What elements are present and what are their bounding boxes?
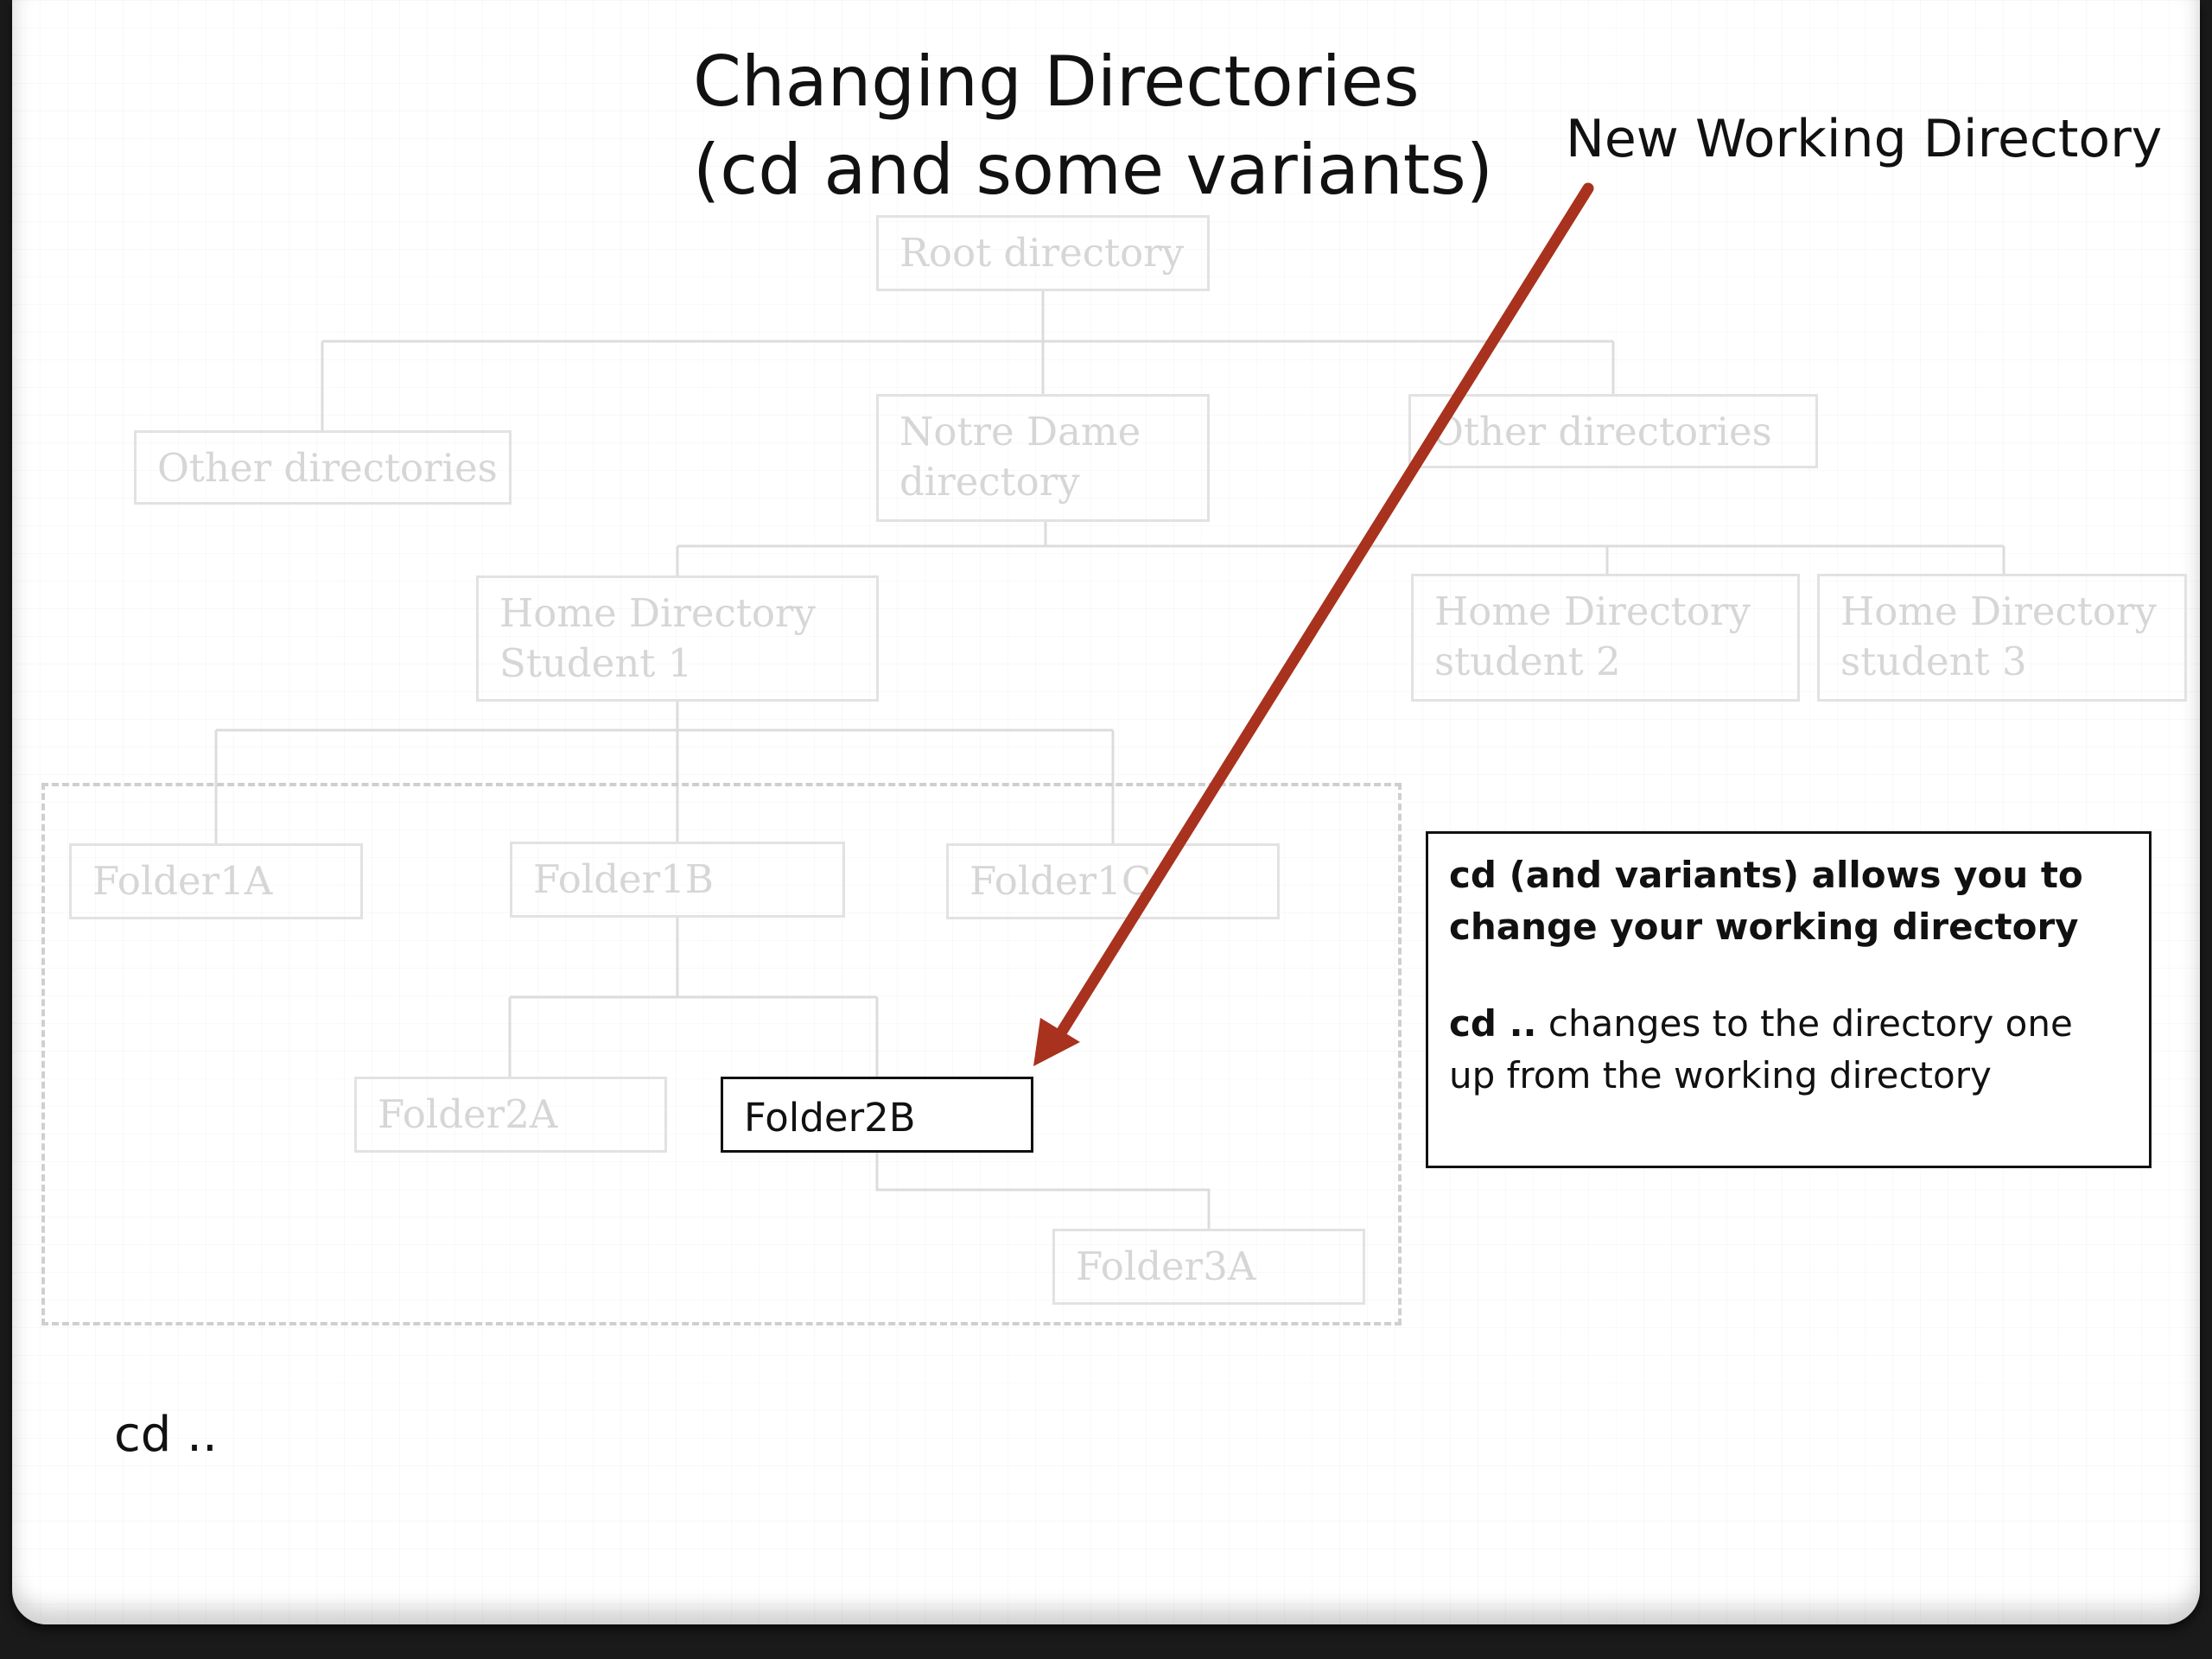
node-notre-dame-directory: Notre Dame directory bbox=[876, 394, 1210, 522]
node-label: Other directories bbox=[1432, 409, 1772, 454]
node-home-student-1: Home Directory Student 1 bbox=[476, 575, 879, 702]
node-label: Root directory bbox=[899, 230, 1185, 276]
info-heading: cd (and variants) allows you to change y… bbox=[1449, 854, 2083, 948]
node-label-line-1: Notre Dame bbox=[899, 409, 1141, 454]
node-home-student-2: Home Directory student 2 bbox=[1411, 574, 1800, 702]
node-label: Folder1B bbox=[533, 856, 714, 902]
node-label: Folder1A bbox=[92, 858, 273, 904]
node-label: Other directories bbox=[157, 445, 498, 491]
node-label: Folder2A bbox=[378, 1091, 558, 1137]
info-example-command: cd .. bbox=[1449, 1002, 1537, 1045]
new-working-directory-label: New Working Directory bbox=[1566, 109, 2163, 169]
node-label-line-2: Student 1 bbox=[499, 640, 693, 686]
slide-title-line-1: Changing Directories bbox=[693, 41, 1420, 122]
node-label-line-2: directory bbox=[899, 459, 1080, 505]
node-folder1a: Folder1A bbox=[69, 843, 363, 919]
node-label-line-2: student 3 bbox=[1840, 639, 2027, 684]
node-label-line-1: Home Directory bbox=[499, 590, 816, 636]
node-folder1c: Folder1C bbox=[946, 843, 1280, 919]
node-folder2b-current: Folder2B bbox=[721, 1077, 1033, 1153]
node-label-line-1: Home Directory bbox=[1840, 588, 2157, 634]
info-box: cd (and variants) allows you to change y… bbox=[1426, 831, 2152, 1168]
node-other-directories-left: Other directories bbox=[134, 430, 512, 505]
student1-subtree-region bbox=[41, 783, 1402, 1325]
node-folder3a: Folder3A bbox=[1052, 1229, 1365, 1305]
node-other-directories-right: Other directories bbox=[1408, 394, 1818, 468]
node-label: Folder1C bbox=[969, 858, 1152, 904]
info-example: cd .. changes to the directory one up fr… bbox=[1449, 998, 2128, 1102]
node-root-directory: Root directory bbox=[876, 215, 1210, 291]
node-label-line-1: Home Directory bbox=[1434, 588, 1751, 634]
node-home-student-3: Home Directory student 3 bbox=[1817, 574, 2187, 702]
node-label-line-2: student 2 bbox=[1434, 639, 1621, 684]
node-label: Folder3A bbox=[1076, 1243, 1256, 1289]
node-label: Folder2B bbox=[744, 1095, 916, 1141]
slide-title-line-2: (cd and some variants) bbox=[693, 130, 1494, 210]
command-text: cd .. bbox=[114, 1407, 218, 1463]
node-folder1b: Folder1B bbox=[510, 842, 845, 918]
info-example-description: changes to the directory one up from the… bbox=[1449, 1002, 2073, 1096]
node-folder2a: Folder2A bbox=[354, 1077, 667, 1153]
